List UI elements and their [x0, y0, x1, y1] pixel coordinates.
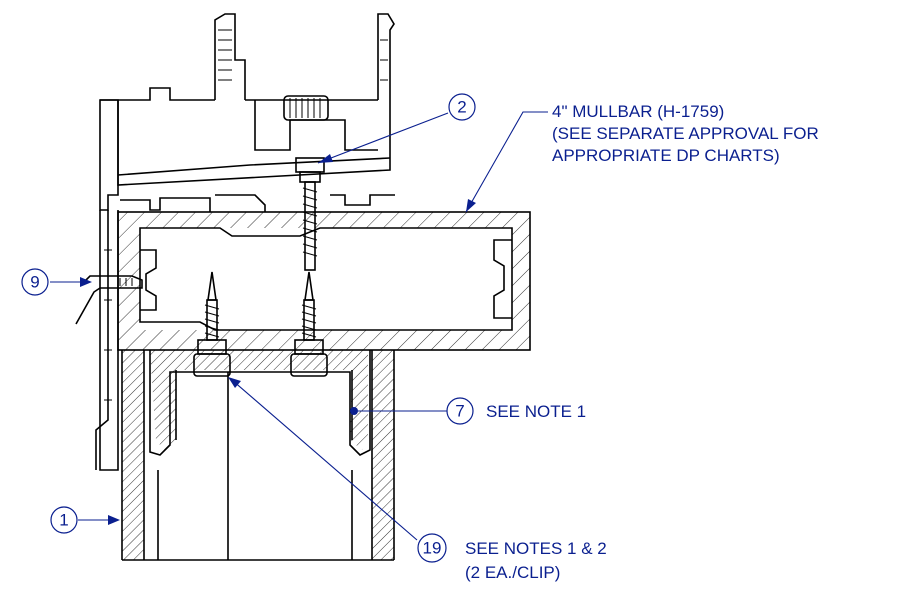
- callout-2: 2: [448, 93, 476, 121]
- mullbar-note-line2: (SEE SEPARATE APPROVAL FOR: [552, 124, 819, 143]
- mullbar: [117, 211, 531, 351]
- clip-channel: [149, 350, 371, 456]
- callout-1-label: 1: [59, 511, 68, 530]
- note-19-line1: SEE NOTES 1 & 2: [465, 539, 607, 558]
- leaders: [50, 111, 548, 541]
- callout-9-label: 9: [30, 273, 39, 292]
- mullbar-note-line3: APPROPRIATE DP CHARTS): [552, 146, 780, 165]
- callout-9: 9: [21, 268, 49, 296]
- callout-1: 1: [50, 506, 78, 534]
- window-frame-profile: [95, 13, 395, 471]
- note-7-text: SEE NOTE 1: [486, 402, 586, 421]
- screw-top: [295, 157, 325, 271]
- note-19-line2: (2 EA./CLIP): [465, 563, 560, 582]
- screw-left: [193, 271, 231, 377]
- callout-19: 19: [417, 533, 447, 563]
- callout-7: 7: [446, 397, 474, 425]
- callout-19-label: 19: [423, 539, 442, 558]
- callout-7-label: 7: [455, 402, 464, 421]
- lower-wall-section: [121, 350, 395, 561]
- mullbar-note-line1: 4" MULLBAR (H-1759): [552, 102, 724, 121]
- screw-right: [290, 271, 328, 377]
- clip-9: [75, 275, 143, 325]
- callout-2-label: 2: [457, 98, 466, 117]
